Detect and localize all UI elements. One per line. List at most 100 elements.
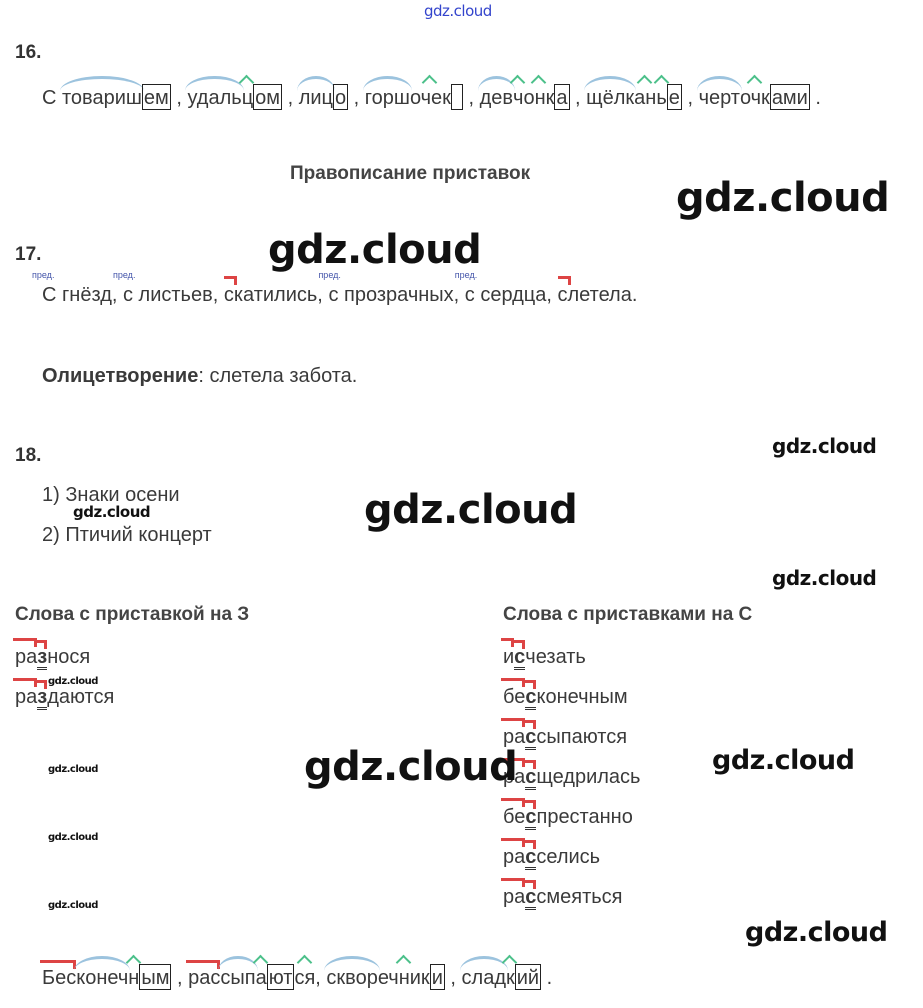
text: , xyxy=(171,967,189,989)
root: лиц xyxy=(296,76,336,109)
column-title-z: Слова с приставкой на З xyxy=(15,604,250,625)
prefix: Бес xyxy=(39,960,77,989)
section-title: Правописание приставок xyxy=(290,163,531,184)
text: С xyxy=(42,87,62,109)
column-title-s: Слова с приставками на С xyxy=(503,604,753,625)
prefix: с xyxy=(223,276,237,306)
root: товариш xyxy=(60,76,144,109)
pred-label: пред. xyxy=(32,270,55,280)
word: рассмеяться xyxy=(500,878,623,910)
word-part: сыпаются xyxy=(536,726,628,748)
word: расселись xyxy=(500,838,600,870)
ending xyxy=(450,84,463,110)
suffix: онк xyxy=(523,87,555,109)
suffix: ч xyxy=(513,87,524,109)
watermark: gdz.cloud xyxy=(772,434,877,458)
list-item: рассыпаются xyxy=(500,718,640,765)
prefix-letter: с xyxy=(512,640,526,670)
pred-label: пред. xyxy=(454,270,478,280)
watermark: gdz.cloud xyxy=(712,745,855,776)
suffix: а xyxy=(255,967,267,989)
text: . xyxy=(541,967,553,989)
list-item: 2) Птичий концерт xyxy=(42,524,212,546)
root: черт xyxy=(696,76,743,109)
ending: ом xyxy=(253,84,283,110)
suffix: ся xyxy=(294,967,316,989)
text: , xyxy=(569,87,587,109)
list-item: беспрестанно xyxy=(500,798,640,845)
text: листьев, xyxy=(133,284,224,306)
list-item: разнося xyxy=(12,638,114,685)
suffix: н xyxy=(128,967,140,989)
text: сердца, xyxy=(474,284,558,306)
watermark: gdz.cloud xyxy=(73,503,151,521)
word: исчезать xyxy=(500,638,586,670)
prefix-letter: с xyxy=(523,760,537,790)
prefix: бе xyxy=(500,798,526,828)
word: беспрестанно xyxy=(500,798,633,830)
prefix-letter: с xyxy=(523,840,537,870)
watermark: gdz.cloud xyxy=(48,832,98,843)
watermark: gdz.cloud xyxy=(364,487,578,533)
ending: ым xyxy=(139,964,172,990)
suffix: к xyxy=(506,967,515,989)
prefix: ра xyxy=(12,678,38,708)
ending: о xyxy=(333,84,349,110)
root: дев xyxy=(477,76,516,109)
ending: ем xyxy=(141,84,171,110)
prefix: рас xyxy=(186,960,221,989)
word: бесконечным xyxy=(500,678,628,710)
word-part: конечным xyxy=(536,686,628,708)
list-item: раздаются xyxy=(12,678,115,725)
watermark: gdz.cloud xyxy=(304,744,518,790)
ending: а xyxy=(554,84,570,110)
word-part: даются xyxy=(47,686,115,708)
ending: ий xyxy=(514,964,542,990)
word: горшочек xyxy=(362,76,463,110)
list-item: бесконечным xyxy=(500,678,640,725)
personification-label: Олицетворение xyxy=(42,365,199,387)
watermark: gdz.cloud xyxy=(745,917,888,948)
list-item: расселись xyxy=(500,838,640,885)
text: гнёзд, xyxy=(56,284,123,306)
word-part: чезать xyxy=(525,646,586,668)
prefix-letter: с xyxy=(523,800,537,830)
list-item: рассмеяться xyxy=(500,878,640,925)
ending: ют xyxy=(266,964,295,990)
pred-label: пред. xyxy=(318,270,341,280)
prefix: ра xyxy=(500,878,526,908)
text: прозрачных, xyxy=(338,284,465,306)
root: удаль xyxy=(185,76,244,109)
list-item: расщедрилась xyxy=(500,758,640,805)
watermark: gdz.cloud xyxy=(676,175,890,221)
text: , xyxy=(681,87,699,109)
prefix: бе xyxy=(500,678,526,708)
text: . xyxy=(809,87,821,109)
word: рассыпаются xyxy=(500,718,628,750)
watermark: gdz.cloud xyxy=(48,764,98,775)
word: расщедрилась xyxy=(500,758,640,790)
watermark: gdz.cloud xyxy=(48,900,98,911)
prefix-letter: с xyxy=(523,720,537,750)
ending: и xyxy=(429,964,445,990)
prefix: ра xyxy=(12,638,38,668)
root: горш xyxy=(362,76,413,109)
watermark: gdz.cloud xyxy=(48,676,98,687)
text: , xyxy=(348,87,365,109)
watermark: gdz.cloud xyxy=(772,566,877,590)
root: конеч xyxy=(74,956,131,989)
